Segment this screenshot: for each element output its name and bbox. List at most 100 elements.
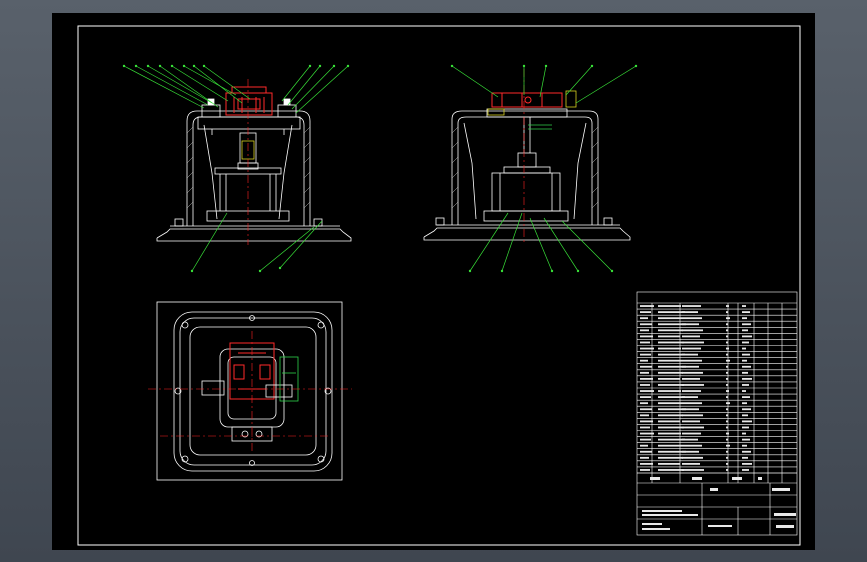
parts-cell-text	[742, 341, 749, 344]
parts-cell-text	[742, 365, 751, 368]
parts-cell-text	[742, 438, 750, 441]
parts-cell-text	[742, 335, 752, 338]
parts-cell-text	[640, 426, 650, 429]
parts-cell-text	[726, 469, 728, 471]
parts-cell-text	[658, 432, 681, 435]
parts-cell-text	[682, 396, 698, 399]
parts-cell-text	[658, 402, 682, 405]
parts-cell-text	[640, 359, 648, 362]
side-strut-left	[463, 122, 477, 220]
parts-cell-text	[658, 420, 680, 423]
parts-cell-text	[726, 305, 729, 307]
parts-cell-text	[726, 426, 728, 429]
parts-cell-text	[726, 311, 728, 314]
parts-cell-text	[658, 317, 682, 320]
side-workpiece	[491, 92, 563, 108]
parts-cell-text	[742, 402, 747, 405]
parts-cell-text	[640, 384, 650, 386]
parts-cell-text	[742, 408, 751, 411]
parts-cell-text	[682, 365, 699, 368]
parts-cell-text	[640, 335, 653, 338]
parts-cell-text	[682, 359, 702, 362]
side-housing-outline	[451, 110, 599, 225]
side-bolt-right	[603, 217, 613, 226]
parts-cell-text	[640, 438, 651, 441]
side-clamp	[565, 90, 577, 108]
front-mid-plate	[214, 167, 282, 175]
parts-cell-text	[640, 450, 652, 453]
parts-cell-text	[682, 384, 704, 386]
parts-cell-text	[742, 426, 749, 429]
front-housing-outline	[186, 110, 311, 226]
parts-cell-text	[640, 317, 648, 320]
parts-cell-text	[726, 323, 728, 326]
parts-cell-text	[682, 444, 702, 447]
front-base-plate	[156, 228, 352, 242]
parts-cell-text	[726, 384, 728, 386]
parts-cell-text	[640, 444, 648, 447]
front-leaders-top	[123, 65, 349, 114]
parts-cell-text	[658, 456, 683, 459]
parts-cell-text	[658, 462, 680, 465]
parts-cell-text	[742, 390, 746, 392]
side-spindle-block	[517, 152, 537, 168]
parts-cell-text	[640, 353, 651, 356]
drawing-frame	[77, 25, 801, 546]
side-leaders-bottom	[469, 212, 613, 272]
drawing-sheet	[77, 25, 801, 546]
side-top-plate	[486, 108, 568, 118]
side-bolt-left	[435, 217, 445, 226]
parts-cell-text	[658, 469, 684, 471]
top-clamp-left	[201, 380, 225, 396]
parts-cell-text	[682, 311, 698, 314]
parts-cell-text	[640, 305, 654, 307]
parts-cell-text	[658, 390, 681, 392]
parts-cell-text	[726, 335, 728, 338]
parts-cell-text	[658, 347, 681, 350]
parts-cell-text	[742, 420, 752, 423]
parts-cell-text	[742, 432, 746, 435]
parts-cell-text	[682, 347, 701, 350]
parts-cell-text	[726, 420, 728, 423]
parts-cell-text	[682, 353, 698, 356]
parts-cell-text	[682, 426, 704, 429]
title-block-border	[636, 291, 798, 536]
parts-cell-text	[682, 438, 698, 441]
parts-cell-text	[742, 305, 746, 307]
side-wall-hatch	[451, 126, 599, 209]
parts-cell-text	[742, 317, 747, 320]
parts-cell-text	[742, 323, 751, 326]
front-clamp-knob-right	[283, 98, 291, 106]
side-locator	[487, 108, 505, 116]
parts-cell-text	[658, 444, 682, 447]
side-dimension	[528, 124, 552, 130]
parts-cell-text	[742, 347, 746, 350]
parts-cell-text	[726, 377, 728, 380]
front-bolt-left	[174, 218, 184, 227]
parts-cell-text	[726, 353, 728, 356]
side-leader-dots	[450, 64, 638, 273]
parts-cell-text	[658, 438, 685, 441]
parts-cell-text	[726, 329, 728, 332]
front-strut-left	[203, 124, 218, 220]
parts-cell-text	[726, 402, 730, 405]
parts-cell-text	[640, 402, 648, 405]
parts-cell-text	[742, 450, 751, 453]
parts-cell-text	[742, 384, 749, 386]
parts-cell-text	[640, 469, 650, 471]
title-block-text-marks	[642, 477, 796, 530]
parts-cell-text	[682, 317, 702, 320]
parts-cell-text	[658, 371, 683, 374]
parts-cell-text	[640, 311, 651, 314]
parts-cell-text	[658, 359, 682, 362]
parts-list-and-title-block	[636, 291, 798, 536]
parts-cell-text	[658, 335, 680, 338]
top-locator-detail	[279, 356, 299, 402]
parts-cell-text	[726, 408, 728, 411]
parts-cell-text	[640, 408, 652, 411]
parts-cell-text	[726, 438, 728, 441]
top-view	[148, 301, 352, 481]
parts-cell-text	[682, 390, 701, 392]
parts-cell-text	[682, 420, 700, 423]
top-corner-bolts	[174, 315, 332, 466]
